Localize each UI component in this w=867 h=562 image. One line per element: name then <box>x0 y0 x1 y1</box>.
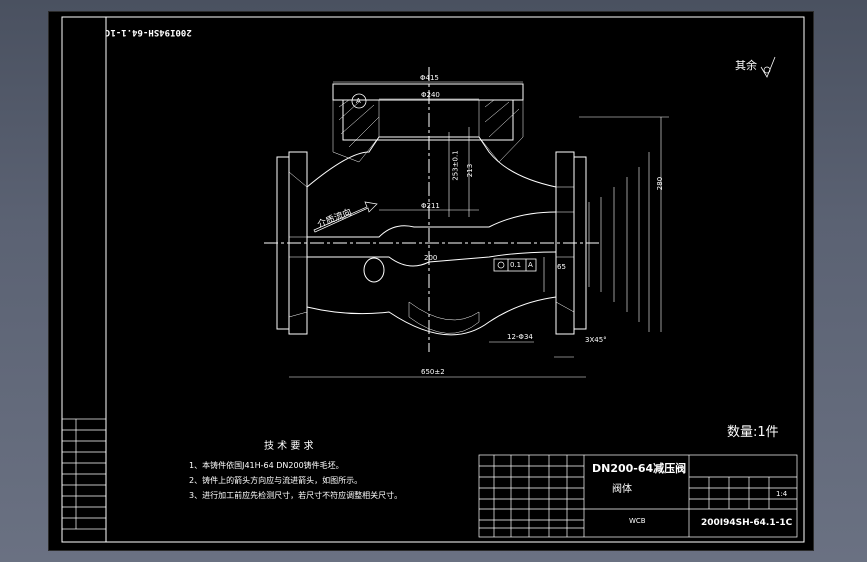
dim-d65: 65 <box>557 263 566 271</box>
requirement-1: 1、本铸件依国J41H-64 DN200铸件毛坯。 <box>189 461 344 470</box>
tolerance-frame <box>493 258 537 272</box>
drawing-canvas <box>61 16 805 543</box>
dim-d650: 650±2 <box>421 368 445 376</box>
dim-d12: 12-Φ34 <box>507 333 533 341</box>
flow-arrow <box>313 201 378 233</box>
left-revision-table <box>61 418 107 530</box>
dim-d253: 253±0.1 <box>451 150 460 181</box>
title-block <box>478 454 798 538</box>
datum-a-label: A <box>356 97 361 105</box>
tolerance-value: 0.1 <box>510 261 522 269</box>
dim-d3x45: 3X45° <box>585 336 607 344</box>
part-name-line2: 阀体 <box>612 484 632 495</box>
cad-viewport[interactable]: 200I94SH-64.1-1C 其余 数量:1件 介质流向 技 术 要 求 1… <box>48 11 814 551</box>
quantity-label: 数量:1件 <box>727 425 779 440</box>
valve-body-outline <box>264 67 599 352</box>
material-label: WCB <box>629 517 646 525</box>
dim-d240: Φ240 <box>421 91 440 99</box>
binding-margin <box>61 16 107 543</box>
section-hatching <box>288 99 575 334</box>
roughness-icon <box>760 56 776 78</box>
drawing-code: 200I94SH-64.1-1C <box>701 518 793 528</box>
part-name-line1: DN200-64减压阀 <box>592 462 687 475</box>
dimension-lines <box>289 81 669 378</box>
roughness-note: 其余 <box>735 59 757 72</box>
dim-d415: Φ415 <box>420 74 439 82</box>
rotated-drawing-code: 200I94SH-64.1-1C <box>105 27 192 37</box>
requirement-2: 2、铸件上的箭头方向应与流进箭头，如图所示。 <box>189 476 363 485</box>
datum-a-circle <box>351 93 367 109</box>
dim-d280: 280 <box>656 176 665 191</box>
dim-d213: 213 <box>466 163 475 178</box>
dim-d211: Φ211 <box>421 202 440 210</box>
dim-d200: 200 <box>424 254 438 262</box>
tolerance-datum: A <box>528 261 533 269</box>
requirement-3: 3、进行加工前应先检测尺寸，若尺寸不符应调整相关尺寸。 <box>189 491 403 500</box>
scale-label: 1:4 <box>776 490 788 498</box>
tech-requirements-title: 技 术 要 求 <box>264 441 314 452</box>
